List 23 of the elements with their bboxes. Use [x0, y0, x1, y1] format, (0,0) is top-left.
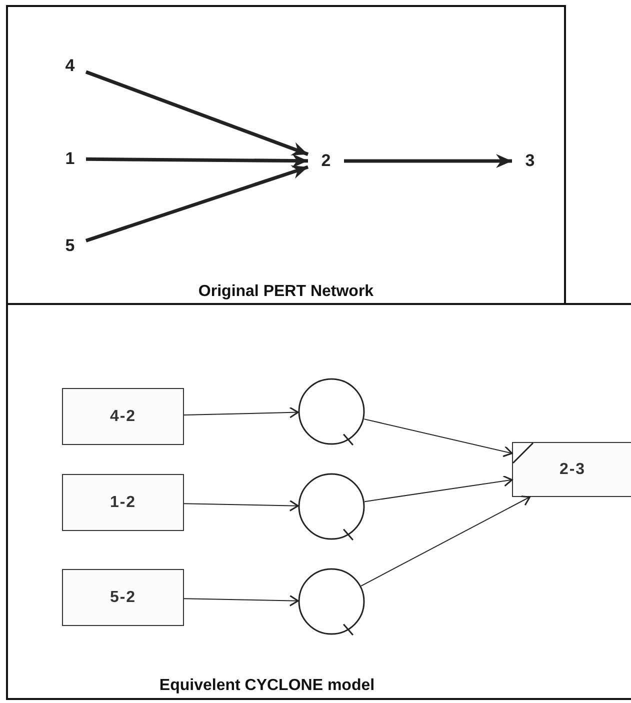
arrow — [364, 475, 513, 502]
event-number: 3 — [518, 149, 542, 173]
event-number: 5 — [60, 235, 80, 257]
task-box: 5-2 — [62, 569, 184, 626]
diagram-panel — [6, 303, 631, 700]
combi-box: 2-3 — [512, 442, 631, 497]
event-number: 1 — [60, 148, 80, 170]
event-number: 4 — [60, 55, 80, 77]
event-number: 2 — [314, 149, 338, 173]
task-box: 4-2 — [62, 388, 184, 445]
arrow — [344, 154, 512, 168]
panel-title: Original PERT Network — [197, 283, 375, 301]
arrow — [85, 70, 309, 156]
arrow — [85, 165, 309, 242]
arrow — [360, 496, 531, 586]
panel-title: Equivelent CYCLONE model — [158, 677, 376, 695]
task-box: 1-2 — [62, 474, 184, 531]
arrow — [184, 500, 299, 512]
arrow — [184, 594, 299, 606]
arrow — [86, 154, 308, 168]
arrow — [364, 418, 513, 458]
arrow — [184, 406, 299, 418]
diagram-panel — [6, 5, 566, 305]
